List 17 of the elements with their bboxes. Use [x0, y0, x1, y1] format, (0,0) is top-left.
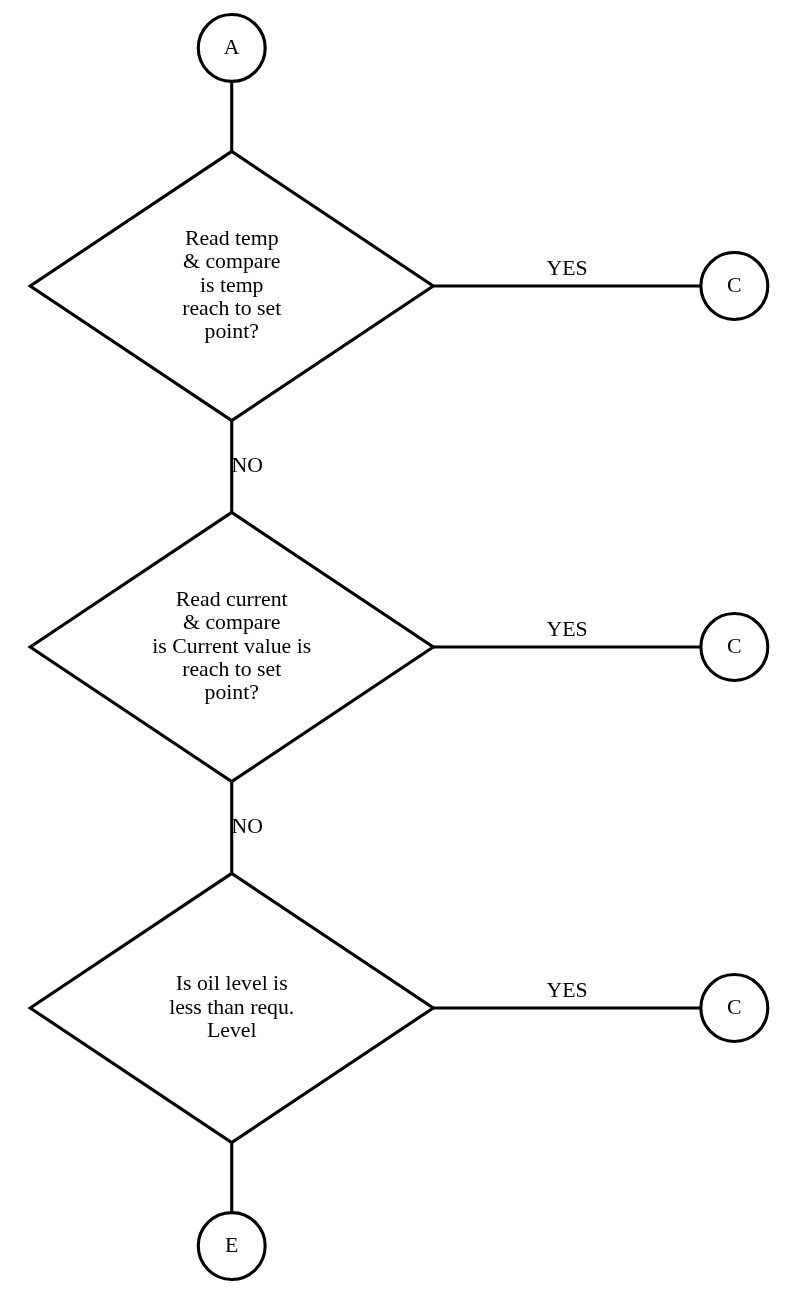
node-circle: E — [196, 1211, 267, 1282]
edge-label: NO — [231, 814, 264, 839]
node-circle: C — [699, 973, 770, 1043]
edge-label: YES — [546, 978, 588, 1003]
node-circle: A — [196, 12, 267, 83]
connector — [230, 81, 234, 151]
edge-label: YES — [546, 256, 588, 281]
node-circle: C — [699, 612, 770, 682]
edge-label: NO — [231, 453, 264, 478]
connector — [433, 1006, 701, 1010]
node-circle: C — [699, 251, 770, 321]
connector — [230, 781, 234, 874]
edge-label: YES — [546, 617, 588, 642]
connector — [433, 645, 701, 649]
connector — [230, 1142, 234, 1213]
connector — [433, 284, 701, 288]
connector — [230, 420, 234, 513]
